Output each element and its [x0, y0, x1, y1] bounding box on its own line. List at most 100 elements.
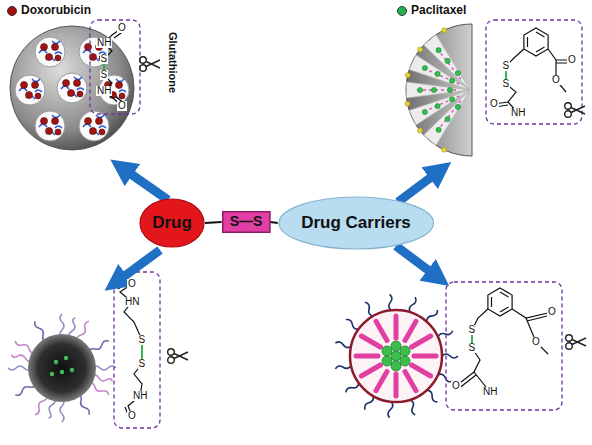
polymer-micelle — [50, 372, 54, 376]
channel-nanoparticle — [431, 87, 436, 92]
core-shell-micelle — [356, 354, 378, 359]
atom-label: S — [502, 79, 511, 89]
channel-nanoparticle — [418, 47, 423, 52]
atom-label: O — [127, 279, 137, 289]
channel-nanoparticle — [450, 78, 455, 83]
direction-arrow — [398, 175, 434, 202]
carrier-ellipse-shape — [279, 197, 433, 249]
atom-label: O — [531, 337, 541, 347]
core-shell-micelle — [412, 336, 431, 347]
structure-frame — [114, 272, 160, 428]
atom-label: HN — [124, 297, 140, 307]
atom-label: NH — [96, 86, 112, 96]
core-shell-micelle — [405, 372, 416, 391]
core-shell-micelle — [376, 372, 387, 391]
channel-nanoparticle — [447, 87, 452, 92]
chemical-bond — [526, 318, 548, 354]
polymer-micelle — [50, 356, 74, 376]
channel-nanoparticle — [445, 117, 450, 122]
channel-nanoparticle — [407, 35, 471, 146]
core-shell-micelle — [382, 356, 392, 366]
core-shell-micelle — [400, 356, 410, 366]
channel-nanoparticle — [436, 48, 441, 53]
chemical-bond — [492, 292, 509, 312]
drug-ellipse-shape — [140, 199, 204, 247]
core-shell-micelle — [361, 336, 380, 347]
linker-box: S—S — [222, 211, 271, 233]
core-shell-micelle — [382, 341, 410, 371]
channel-nanoparticle — [405, 101, 410, 106]
porous-nanoparticle — [35, 37, 65, 67]
structure-frame — [90, 20, 582, 428]
polymer-micelle — [8, 314, 116, 422]
core-shell-micelle — [350, 310, 442, 402]
channel-nanoparticle — [435, 104, 440, 109]
core-shell-micelle — [442, 354, 458, 358]
atom-label: NH — [482, 387, 498, 397]
channel-nanoparticle — [406, 24, 472, 156]
core-shell-micelle — [356, 316, 436, 396]
channel-nanoparticle — [445, 58, 450, 63]
direction-arrow — [122, 172, 434, 278]
scissors-icon — [168, 349, 188, 364]
direction-arrow — [122, 250, 160, 278]
scissors-icon — [140, 57, 160, 72]
atom-label: S — [138, 359, 147, 369]
channel-nanoparticle — [422, 109, 427, 114]
channel-nanoparticle — [414, 48, 461, 132]
node-text: Drug Carriers — [301, 214, 411, 233]
atom-label: S — [100, 70, 109, 80]
scissors-icon — [565, 103, 585, 118]
polymer-micelle — [28, 334, 96, 402]
atom-label: S — [100, 54, 109, 64]
porous-nanoparticle — [10, 26, 134, 150]
bond-connector — [205, 222, 222, 223]
channel-nanoparticle — [455, 104, 460, 109]
legend-swatch — [397, 6, 407, 16]
channel-nanoparticle — [450, 97, 455, 102]
chemical-bond — [528, 32, 545, 52]
bond-connector — [270, 222, 277, 223]
chemical-bond — [104, 28, 572, 417]
core-shell-micelle — [408, 296, 417, 312]
legend-text: Paclitaxel — [411, 4, 466, 17]
legend-entry: Paclitaxel — [397, 4, 466, 17]
legend-swatch — [7, 6, 17, 16]
core-shell-micelle — [335, 364, 351, 371]
node-text: S—S — [230, 214, 263, 229]
chemical-bond — [472, 348, 490, 392]
chemical-bond — [512, 309, 552, 321]
core-shell-micelle — [388, 402, 394, 418]
core-shell-micelle — [376, 321, 387, 340]
atom-label: O — [127, 411, 137, 421]
polymer-micelle — [60, 370, 64, 374]
drug-ellipse: Drug — [139, 198, 205, 248]
core-shell-micelle — [412, 365, 431, 376]
atom-label: O — [489, 99, 499, 109]
structure-frame — [446, 282, 562, 410]
disulfide-bond — [104, 59, 506, 364]
carrier-ellipse: Drug Carriers — [278, 196, 434, 250]
core-shell-micelle — [394, 374, 399, 396]
polymer-micelle — [8, 314, 116, 422]
polymer-micelle — [70, 368, 74, 372]
channel-nanoparticle — [455, 71, 460, 76]
core-shell-micelle — [388, 294, 394, 310]
porous-nanoparticle — [15, 75, 45, 105]
atom-label: S — [468, 325, 477, 335]
atom-label: S — [468, 343, 477, 353]
core-shell-micelle — [437, 329, 453, 339]
direction-arrow — [128, 172, 168, 200]
atom-label: NH — [132, 391, 148, 401]
structure-frame — [90, 20, 140, 114]
reagent-label: Glutathione — [166, 29, 179, 94]
scissors-icon — [566, 335, 586, 350]
core-shell-micelle — [382, 346, 392, 356]
atom-label: NH — [510, 108, 526, 118]
porous-nanoparticle — [35, 111, 65, 141]
legend-text: Doxorubicin — [21, 4, 91, 17]
porous-nanoparticle — [79, 111, 109, 141]
legend-entry: Doxorubicin — [7, 4, 91, 17]
